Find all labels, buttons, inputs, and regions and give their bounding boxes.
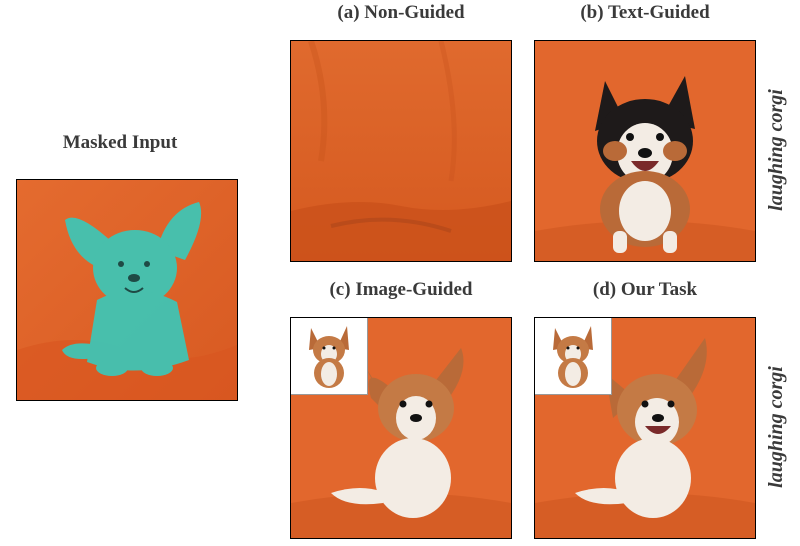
panel-b-label: (b) Text-Guided: [580, 2, 710, 23]
masked-input-label: Masked Input: [62, 132, 178, 153]
side-label-bottom: laughing corgi: [765, 366, 787, 488]
panel-a-label: (a) Non-Guided: [337, 2, 465, 23]
panel-d-image: [534, 317, 756, 539]
panel-c-reference-inset: [291, 318, 368, 395]
panel-d-reference-inset: [535, 318, 612, 395]
panel-d-label: (d) Our Task: [592, 279, 698, 300]
side-label-top: laughing corgi: [765, 89, 787, 211]
panel-a-image: [290, 40, 512, 262]
panel-c-image: [290, 317, 512, 539]
panel-b-image: [534, 40, 756, 262]
panel-c-label: (c) Image-Guided: [329, 279, 473, 300]
masked-input-image: [16, 179, 238, 401]
